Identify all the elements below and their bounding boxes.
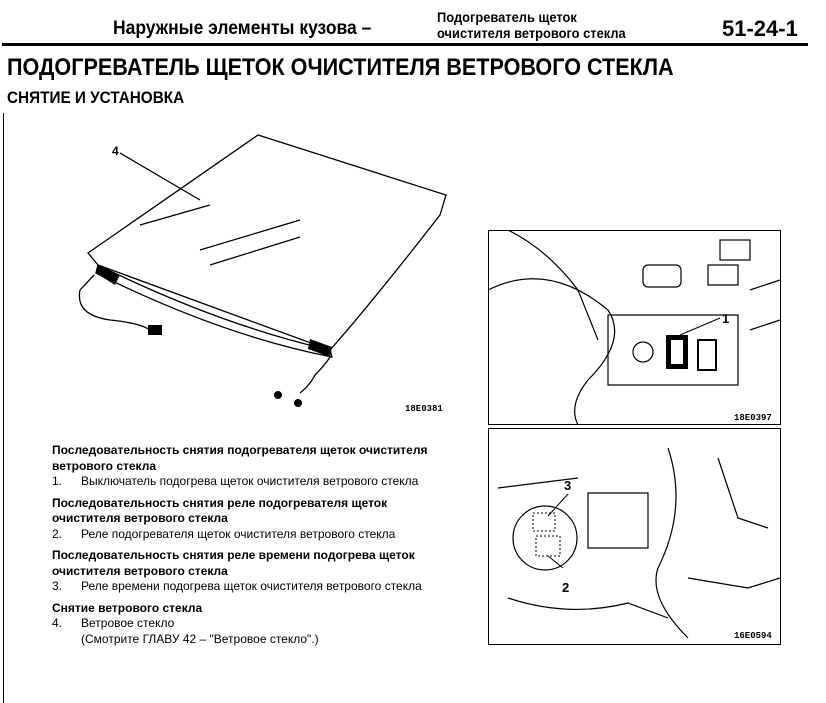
item-note: (Смотрите ГЛАВУ 42 – "Ветровое стекло".) [81, 631, 319, 646]
item-text: Реле времени подогрева щеток очистителя … [81, 579, 422, 593]
item-number: 3. [52, 579, 63, 593]
switch-illustration: 1 18E0397 [488, 230, 781, 426]
procedure-switch: Последовательность снятия подогревателя … [52, 443, 432, 490]
procedure-list: Последовательность снятия подогревателя … [52, 443, 432, 653]
item-text: Выключатель подогрева щеток очистителя в… [81, 474, 419, 488]
callout-3: 3 [564, 478, 571, 493]
relay-illustration: 3 2 16E0594 [488, 428, 781, 645]
list-item: 3. Реле времени подогрева щеток очистител… [52, 579, 432, 595]
header-section: Наружные элементы кузова – [113, 18, 372, 39]
windshield-illustration: 4 18E0381 [78, 134, 447, 414]
item-text: Ветровое стекло [81, 616, 175, 630]
callout-4: 4 [112, 144, 119, 158]
list-item: 4. Ветровое стекло(Смотрите ГЛАВУ 42 – "В… [52, 616, 432, 647]
procedure-heading: Последовательность снятия подогревателя … [52, 443, 428, 473]
item-number: 1. [52, 474, 63, 488]
procedure-windshield: Снятие ветрового стекла 4. Ветровое стекл… [52, 601, 432, 648]
margin-line [3, 113, 4, 703]
header-rule [2, 43, 808, 46]
procedure-relay: Последовательность снятия реле подогрева… [52, 496, 432, 543]
header-subsection-line2: очистителя ветрового стекла [437, 25, 626, 41]
procedure-heading: Последовательность снятия реле времени п… [52, 548, 415, 578]
item-number: 4. [52, 616, 63, 630]
procedure-heading: Снятие ветрового стекла [52, 600, 203, 615]
item-number: 2. [52, 526, 63, 541]
list-item: 1. Выключатель подогрева щеток очистителя… [52, 474, 432, 490]
page-subtitle: СНЯТИЕ И УСТАНОВКА [7, 88, 185, 107]
list-item: 2. Реле подогревателя щеток очистителя ве… [52, 527, 432, 543]
header-subsection-line1: Подогреватель щеток [437, 9, 577, 25]
page-number: 51-24-1 [722, 16, 798, 41]
page-title: ПОДОГРЕВАТЕЛЬ ЩЕТОК ОЧИСТИТЕЛЯ ВЕТРОВОГО… [7, 54, 674, 81]
header-subsection: Подогреватель щеток очистителя ветрового… [437, 9, 626, 41]
procedure-timer-relay: Последовательность снятия реле времени п… [52, 548, 432, 595]
callout-2: 2 [562, 580, 569, 595]
figure-code-relays: 16E0594 [734, 631, 772, 641]
figure-code-windshield: 18E0381 [405, 404, 443, 414]
figure-code-switch: 18E0397 [734, 413, 772, 423]
callout-1: 1 [722, 311, 729, 326]
item-text: Реле подогревателя щеток очистителя ветр… [81, 526, 396, 541]
procedure-heading: Последовательность снятия реле подогрева… [52, 495, 388, 526]
